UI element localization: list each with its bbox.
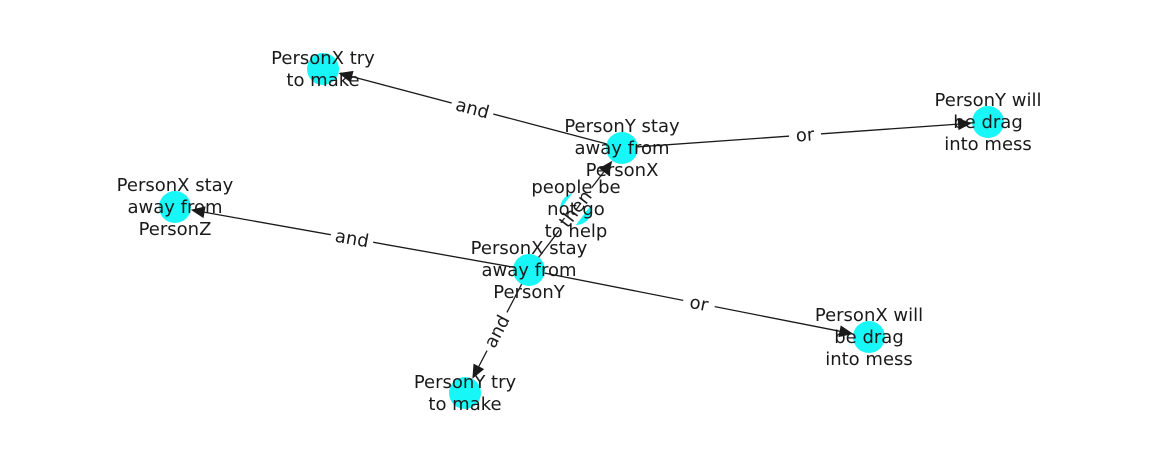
node-label-line: be drag: [953, 112, 1023, 133]
node-label-line: PersonX stay: [117, 175, 234, 196]
node-label-line: away from: [127, 197, 222, 218]
node-px_stay_py: [513, 254, 545, 286]
edge-label-background: [449, 91, 497, 124]
edges-layer: [190, 70, 973, 379]
edge-label-background: [329, 222, 376, 253]
node-label-line: to make: [286, 70, 359, 91]
arrowhead-icon: [338, 70, 354, 83]
node-label-line: be drag: [834, 327, 904, 348]
node-label-line: PersonX: [586, 160, 659, 181]
edge-label-background: [788, 121, 822, 147]
node-label-line: PersonY will: [935, 90, 1042, 111]
node-label-line: away from: [574, 138, 669, 159]
edge-label-text: or: [688, 292, 711, 316]
node-label-line: into mess: [825, 349, 913, 370]
node-px_stay_pz: [159, 191, 191, 223]
edge-label-text: and: [333, 226, 370, 253]
arrowhead-icon: [838, 325, 854, 338]
arrowhead-icon: [472, 363, 485, 379]
node-label-line: PersonY stay: [564, 116, 680, 137]
arrowhead-icon: [190, 206, 206, 219]
node-label-line: to make: [428, 394, 501, 415]
edge-label-background: [476, 306, 516, 356]
node-label-line: people be: [531, 177, 620, 198]
arrowhead-icon: [957, 118, 973, 131]
edge-label-text: and: [453, 95, 491, 124]
node-py_try: [449, 377, 481, 409]
node-label-line: to help: [545, 221, 608, 242]
node-label-line: away from: [481, 260, 576, 281]
edge-label-and: and: [476, 306, 516, 356]
node-label-line: PersonY try: [414, 372, 517, 393]
node-label-line: PersonX will: [815, 305, 923, 326]
edge-label-and: and: [449, 91, 497, 124]
arrowhead-icon: [599, 160, 613, 176]
node-label-line: PersonY: [493, 282, 565, 303]
node-py_stay_px: [606, 132, 638, 164]
node-px_try: [307, 53, 339, 85]
node-label-line: PersonX try: [271, 48, 375, 69]
edge-label-or: or: [788, 121, 822, 147]
node-px_drag: [853, 321, 885, 353]
edge-label-background: [681, 288, 718, 317]
edge-label-text: or: [795, 124, 815, 146]
node-label-line: PersonZ: [139, 219, 212, 240]
node-label-line: PersonX stay: [471, 238, 588, 259]
node-py_drag: [972, 106, 1004, 138]
edge-label-background: [549, 180, 600, 237]
node-label-line: into mess: [944, 134, 1032, 155]
edge-label-or: or: [681, 288, 718, 317]
edge-label-and: and: [329, 222, 376, 253]
node-label-line: not go: [547, 199, 605, 220]
